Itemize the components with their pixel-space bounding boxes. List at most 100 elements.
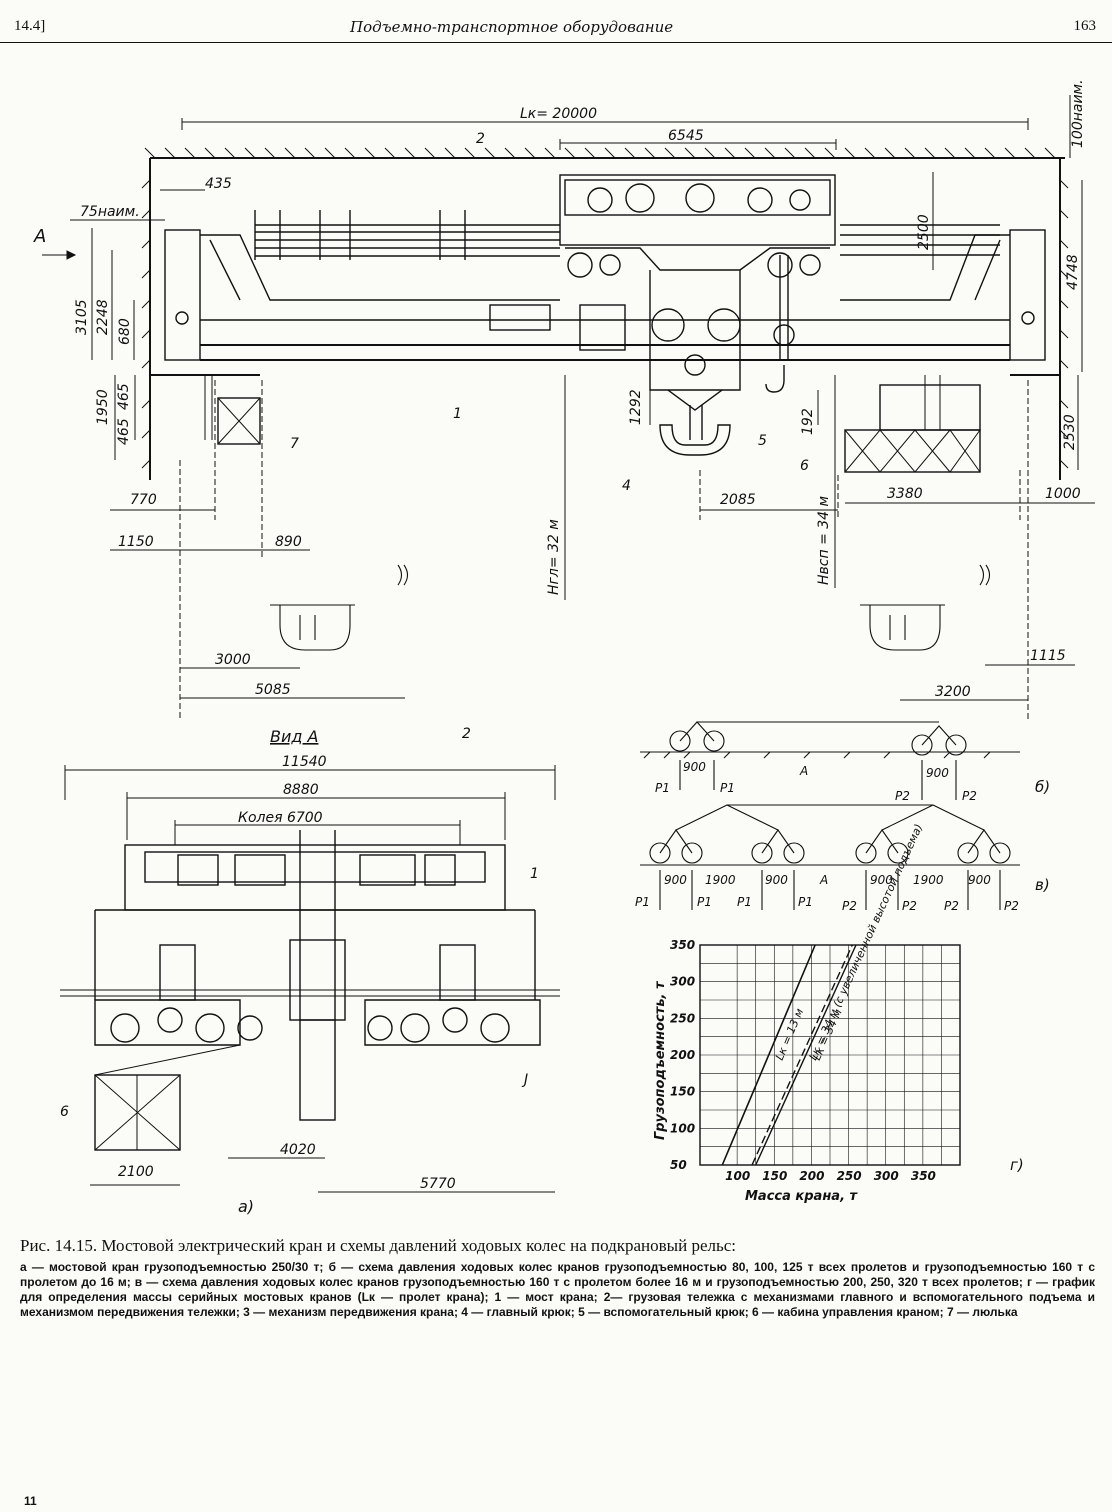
dim-11540: 11540: [282, 754, 327, 770]
scheme-v-p2c: P2: [944, 899, 959, 913]
dim-4748: 4748: [1065, 254, 1081, 290]
main-dimension-lines: [42, 95, 1095, 720]
dim-192: 192: [800, 408, 816, 435]
chart-series-label: Lк = 34 м (с увеличенной высотой подъема…: [806, 822, 925, 1062]
scheme-v-p2a: P2: [842, 899, 857, 913]
scheme-b-p2a: P2: [895, 789, 910, 803]
chart-y-tick: 50: [670, 1158, 687, 1172]
chart-x-tick: 300: [874, 1169, 899, 1183]
scheme-v-dim-6: 900: [968, 873, 991, 887]
view-a-drawing: [60, 765, 560, 1193]
chart-x-tick: 100: [725, 1169, 750, 1183]
caption-title: Рис. 14.15. Мостовой электрический кран …: [20, 1236, 737, 1255]
panel-label-v: в): [1035, 876, 1050, 894]
cradle: [204, 375, 261, 445]
scheme-b-p2b: P2: [962, 789, 977, 803]
dim-4020: 4020: [280, 1142, 316, 1158]
callout-7: 7: [290, 436, 299, 452]
scheme-v-p2b: P2: [902, 899, 917, 913]
dim-1292: 1292: [628, 389, 644, 425]
scheme-b-p1b: P1: [720, 781, 735, 795]
height-main-hook: Hгл= 32 м: [546, 519, 562, 595]
scheme-b-dim-2: 900: [926, 766, 949, 780]
dim-2530: 2530: [1062, 414, 1078, 450]
callout-5: 5: [758, 433, 767, 449]
panel-label-g: г): [1010, 1156, 1024, 1174]
view-a-callout-2: 2: [462, 726, 471, 742]
chart-series-line: [721, 944, 816, 1166]
dim-5770: 5770: [420, 1176, 456, 1192]
crane-bridge: [164, 210, 1046, 361]
dim-1950: 1950: [95, 389, 111, 425]
scheme-b-a: A: [799, 764, 808, 778]
scheme-v-drawing: [640, 804, 1020, 910]
dim-465a: 465: [116, 383, 132, 410]
dim-trolley: 6545: [668, 128, 704, 144]
dim-465b: 465: [116, 418, 132, 445]
chart-ylabel: Грузоподъемность, т: [653, 980, 668, 1140]
panel-label-b: б): [1035, 778, 1050, 796]
view-arrow-label: A: [33, 226, 46, 247]
dim-3380: 3380: [887, 486, 923, 502]
dim-2085: 2085: [720, 492, 756, 508]
dim-770: 770: [130, 492, 157, 508]
chart-series-line: [755, 944, 857, 1166]
dim-track: Колея 6700: [238, 810, 323, 826]
height-aux-hook: Hвсп = 34 м: [816, 495, 832, 585]
view-a-callout-3: J: [521, 1072, 528, 1088]
section-number: 14.4]: [14, 18, 46, 34]
scheme-v-p1a: P1: [635, 895, 650, 909]
dim-2248: 2248: [95, 299, 111, 335]
cabin: [844, 375, 981, 473]
figure-caption: Рис. 14.15. Мостовой электрический кран …: [20, 1236, 1095, 1320]
dim-1150: 1150: [118, 534, 154, 550]
scheme-b-dim-1: 900: [683, 760, 706, 774]
chart-xlabel: Масса крана, т: [745, 1189, 859, 1204]
dim-8880: 8880: [283, 782, 319, 798]
chart-y-tick: 250: [670, 1011, 695, 1025]
scheme-v-p1c: P1: [737, 895, 752, 909]
scheme-v-dim-2: 1900: [705, 873, 736, 887]
callout-6: 6: [800, 458, 809, 474]
callout-2: 2: [476, 131, 485, 147]
main-hook: [659, 405, 731, 456]
dim-680: 680: [117, 318, 133, 345]
chart-x-tick: 250: [837, 1169, 862, 1183]
dim-2100: 2100: [118, 1164, 154, 1180]
chart-x-tick: 200: [799, 1169, 824, 1183]
running-title: Подъемно-транспортное оборудование: [350, 18, 674, 36]
chart-y-tick: 150: [670, 1085, 695, 1099]
dim-5085: 5085: [255, 682, 291, 698]
dim-3000: 3000: [215, 652, 251, 668]
chart-y-tick: 300: [670, 975, 695, 989]
dim-3105: 3105: [74, 299, 90, 335]
aux-hook: [765, 255, 795, 393]
callout-1: 1: [453, 406, 462, 422]
dim-1000: 1000: [1045, 486, 1081, 502]
scheme-b-drawing: [640, 721, 1020, 800]
scheme-b-p1a: P1: [655, 781, 670, 795]
scheme-v-dim-1: 900: [664, 873, 687, 887]
scheme-v-a: A: [819, 873, 828, 887]
chart-y-tick: 350: [670, 938, 695, 952]
chart-y-tick: 200: [670, 1048, 695, 1062]
dim-3200: 3200: [935, 684, 971, 700]
header-rule: [0, 42, 1112, 43]
scheme-v-p2d: P2: [1004, 899, 1019, 913]
callout-4: 4: [622, 478, 631, 494]
chart-x-tick: 150: [762, 1169, 787, 1183]
technical-drawing: 10015020025030035035030025020015010050Lк…: [33, 79, 1095, 1216]
scheme-v-dim-3: 900: [765, 873, 788, 887]
chart-series-line: [751, 944, 853, 1166]
chart-x-tick: 350: [911, 1169, 936, 1183]
scheme-v-dim-5: 1900: [913, 873, 944, 887]
building-structure: [141, 147, 1069, 480]
dim-890: 890: [275, 534, 302, 550]
scheme-v-p1d: P1: [798, 895, 813, 909]
dim-2500: 2500: [916, 214, 932, 250]
dim-span: Lк= 20000: [520, 106, 597, 122]
dim-1115: 1115: [1030, 648, 1066, 664]
scheme-v-dim-4: 900: [870, 873, 893, 887]
dim-top-clearance: 100наим.: [1070, 79, 1086, 148]
footer-page-fragment: 11: [24, 1494, 37, 1508]
